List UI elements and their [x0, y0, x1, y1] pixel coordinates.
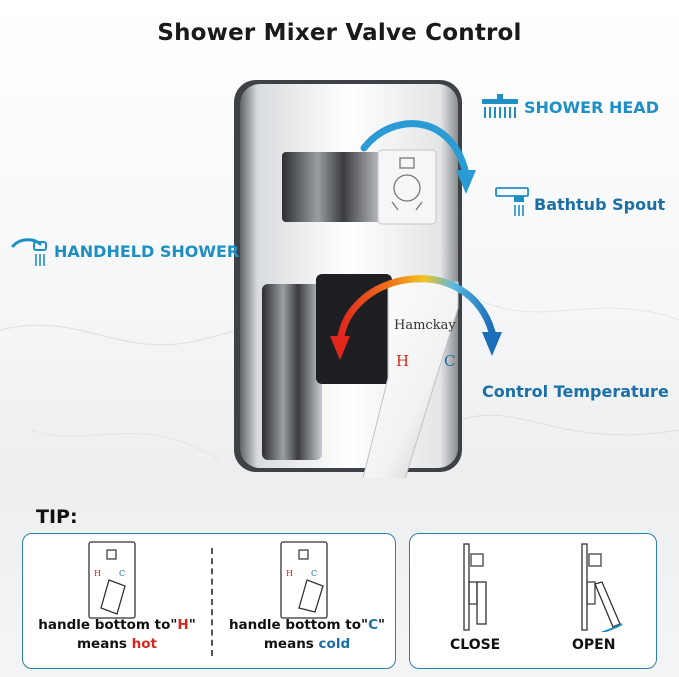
tip-heading: TIP: [36, 506, 78, 528]
open-label: OPEN [572, 637, 616, 653]
control-temperature-label: Control Temperature [482, 382, 669, 401]
tip-panel-temperature: H C handle bottom to"H" means hot H C ha… [22, 533, 396, 669]
panel-divider [211, 548, 213, 656]
diverter-arrow-icon [360, 120, 476, 194]
shower-head-label: SHOWER HEAD [524, 98, 659, 117]
tip-hot-caption: handle bottom to"H" means hot [38, 617, 196, 652]
svg-text:H: H [94, 569, 101, 578]
open-diagram [581, 543, 623, 632]
temperature-arrow-icon [330, 275, 502, 360]
handheld-shower-label: HANDHELD SHOWER [54, 242, 240, 261]
page-title: Shower Mixer Valve Control [157, 20, 522, 46]
close-diagram [463, 543, 487, 631]
cold-mark: C [444, 352, 456, 370]
bathtub-spout-icon [495, 187, 529, 216]
close-label: CLOSE [450, 637, 501, 653]
brand-mark: Hamckay [394, 318, 456, 333]
tip-cold-caption: handle bottom to"C" means cold [228, 617, 386, 652]
svg-text:H: H [286, 569, 293, 578]
tip-panel-open-close: CLOSE OPEN [409, 533, 657, 669]
svg-text:C: C [311, 569, 317, 578]
diverter-knob-icon [391, 157, 423, 211]
cold-diagram: H C [280, 541, 328, 619]
shower-head-icon [482, 94, 518, 118]
svg-text:C: C [119, 569, 125, 578]
valve-faceplate [234, 80, 462, 478]
hot-diagram: H C [88, 541, 136, 619]
hot-mark: H [396, 352, 410, 370]
handheld-shower-icon [11, 238, 47, 266]
bathtub-spout-label: Bathtub Spout [534, 195, 666, 214]
